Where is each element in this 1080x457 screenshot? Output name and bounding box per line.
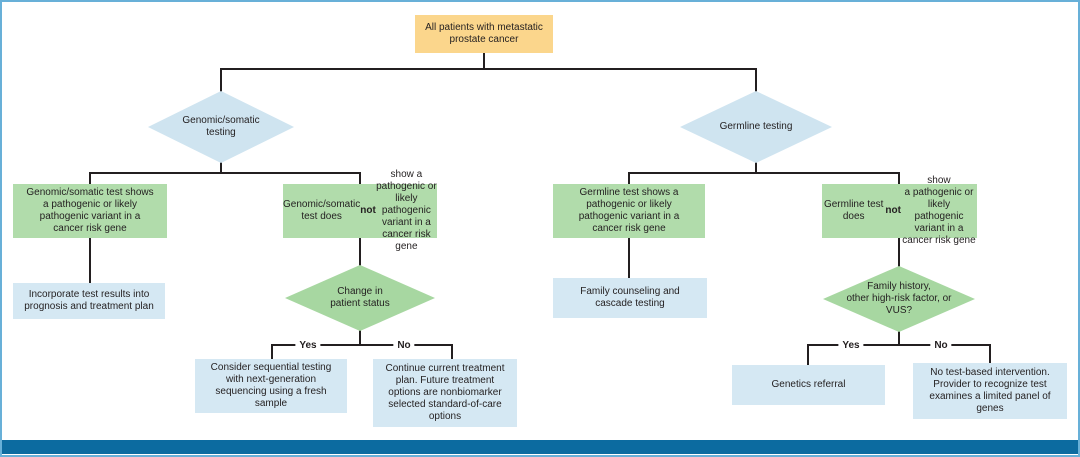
action-genetics-referral: Genetics referral (732, 365, 885, 405)
footer-accent-bar (2, 440, 1078, 454)
result-germline-positive: Germline test shows a pathogenic or like… (553, 184, 705, 238)
connector-risk-diamond-out (898, 331, 900, 346)
action-incorporate-results: Incorporate test results into prognosis … (13, 283, 165, 319)
connector-root-out (483, 53, 485, 70)
status-no-label: No (393, 340, 415, 351)
connector-status-yes-in (271, 344, 273, 360)
decision-change-in-patient-status: Change in patient status (285, 265, 435, 331)
result-somatic-positive: Genomic/somatic test shows a pathogenic … (13, 184, 167, 238)
connector-status-diamond-in (359, 237, 361, 266)
result-somatic-negative-pre: Genomic/somatic test does (283, 199, 361, 222)
result-germline-negative: Germline test does not show a pathogenic… (822, 175, 977, 246)
action-family-counseling: Family counseling and cascade testing (553, 278, 707, 318)
status-yes-label: Yes (295, 340, 321, 351)
risk-yes-label: Yes (838, 340, 864, 351)
result-germline-negative-bold: not (885, 205, 901, 216)
decision-genomic-somatic-testing: Genomic/somatic testing (148, 91, 294, 163)
result-somatic-negative-post: show a pathogenic or likely pathogenic v… (376, 169, 437, 252)
connector-risk-no-in (989, 344, 991, 364)
result-germline-negative-pre: Germline test does (823, 199, 884, 222)
connector-somatic-negative-in (359, 172, 361, 185)
connector-somatic-diamond-in (220, 68, 222, 92)
root-node-all-patients: All patients with metastatic prostate ca… (415, 15, 553, 53)
decision-family-history-vus: Family history, other high-risk factor, … (823, 266, 975, 332)
result-germline-negative-post: show a pathogenic or likely pathogenic v… (902, 175, 976, 246)
connector-status-no-in (451, 344, 453, 360)
connector-germline-positive-in (628, 172, 630, 185)
connector-risk-yes-in (807, 344, 809, 366)
connector-germline-negative-in (898, 172, 900, 185)
connector-somatic-positive-action-in (89, 237, 91, 284)
connector-risk-diamond-in (898, 237, 900, 267)
risk-no-label: No (930, 340, 952, 351)
result-somatic-negative: Genomic/somatic test does not show a pat… (283, 169, 437, 252)
connector-somatic-split (89, 172, 361, 174)
decision-germline-testing: Germline testing (680, 91, 832, 163)
connector-somatic-diamond-out (220, 161, 222, 174)
connector-germline-diamond-in (755, 68, 757, 92)
connector-somatic-positive-in (89, 172, 91, 185)
connector-germline-split (628, 172, 900, 174)
result-somatic-negative-bold: not (360, 205, 376, 216)
connector-status-diamond-out (359, 330, 361, 346)
connector-germline-diamond-out (755, 161, 757, 174)
connector-germline-positive-action-in (628, 237, 630, 279)
action-sequential-testing: Consider sequential testing with next-ge… (195, 359, 347, 413)
connector-status-yes-no-split (271, 344, 453, 346)
connector-risk-yes-no-split (807, 344, 991, 346)
action-no-test-based-intervention: No test-based intervention. Provider to … (913, 363, 1067, 419)
action-continue-current-plan: Continue current treatment plan. Future … (373, 359, 517, 427)
connector-top-split (220, 68, 757, 70)
